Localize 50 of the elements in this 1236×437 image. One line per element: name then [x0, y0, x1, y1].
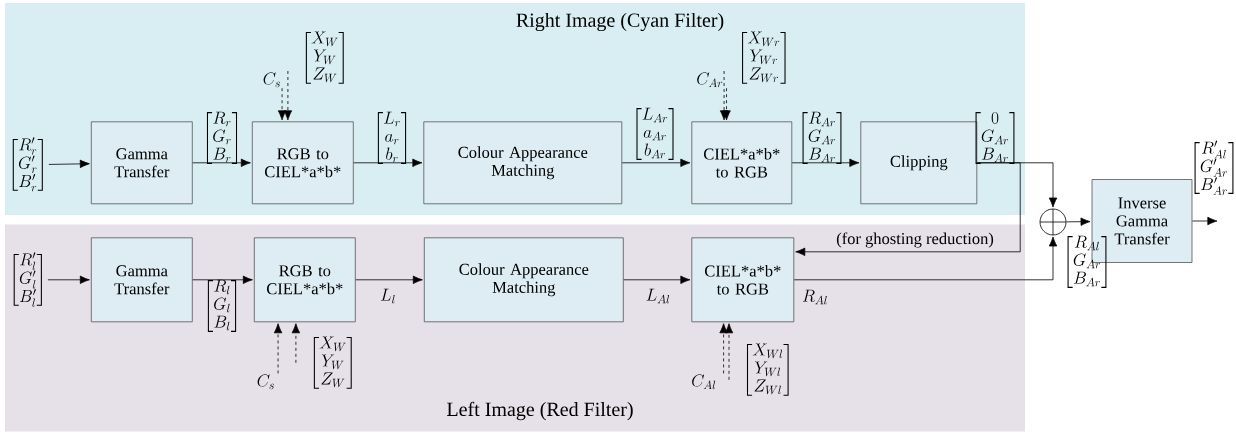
- edge-label: $\begin{bmatrix}R'_{Al}\\G'_{Ar}\\B'_{Ar}\end{bmatrix}$: [1194, 140, 1234, 195]
- arrow: [1192, 216, 1218, 226]
- symbol-label: $C_s$: [263, 72, 280, 88]
- process-box: Gamma Transfer: [90, 121, 193, 205]
- arrow: [1066, 217, 1091, 226]
- process-box: RGB to CIEL*a*b*: [253, 237, 356, 323]
- vector-label: $\begin{bmatrix}R'_l\\G'_l\\B'_l\end{bmatrix}$: [13, 252, 42, 307]
- symbol-label: $C_{Ar}$: [697, 72, 723, 88]
- dashed-arrow: [724, 323, 734, 381]
- dashed-arrow: [291, 323, 301, 364]
- arrow: [623, 275, 691, 284]
- vector-label: $\begin{bmatrix}X_{Wr}\\Y_{Wr}\\Z_{Wr}\end{bmatrix}$: [742, 31, 786, 84]
- arrow: [795, 162, 1021, 256]
- edge-label: $\begin{bmatrix}R_{Ar}\\G_{Ar}\\B_{Ar}\end{bmatrix}$: [802, 111, 842, 164]
- arrow: [621, 158, 691, 167]
- arrow: [48, 159, 90, 169]
- edge-label: $\begin{bmatrix}L_r\\a_r\\b_r\end{bmatrix}$: [377, 111, 407, 164]
- symbol-label: $C_{Al}$: [692, 374, 716, 390]
- edge-label: (for ghosting reduction): [836, 232, 994, 248]
- process-box: RGB to CIEL*a*b*: [251, 121, 354, 205]
- process-box: Colour Appearance Matching: [423, 121, 623, 205]
- edge-label: $\begin{bmatrix}R_r\\G_r\\B_r\end{bmatrix}$: [206, 111, 238, 164]
- arrow: [793, 236, 1058, 281]
- vector-label: $\begin{bmatrix}R'_r\\G'_r\\B'_r\end{bmatrix}$: [12, 137, 43, 192]
- edge-label: $\begin{bmatrix}R_l\\G_l\\B_l\end{bmatrix}$: [207, 279, 237, 332]
- dashed-arrow: [277, 87, 287, 121]
- dashed-arrow: [283, 70, 293, 121]
- process-box: CIEL*a*b* to RGB: [691, 237, 795, 323]
- symbol-label: $C_s$: [257, 374, 274, 390]
- process-box: Colour Appearance Matching: [423, 237, 624, 323]
- edge-label: $R_{Al}$: [802, 289, 827, 305]
- dashed-arrow: [273, 323, 283, 374]
- dashed-arrow: [719, 70, 729, 121]
- arrow: [192, 275, 253, 284]
- vector-label: $\begin{bmatrix}X_{Wl}\\Y_{Wl}\\Z_{Wl}\end{bmatrix}$: [746, 343, 789, 396]
- arrow: [192, 158, 251, 167]
- edge-label: $\begin{bmatrix}0\\G_{Ar}\\B_{Ar}\end{bmatrix}$: [975, 112, 1015, 164]
- vector-label: $\begin{bmatrix}X_W\\Y_W\\Z_W\end{bmatrix}$: [305, 31, 344, 84]
- process-box: CIEL*a*b* to RGB: [691, 121, 793, 205]
- vector-label: $\begin{bmatrix}X_W\\Y_W\\Z_W\end{bmatrix}$: [313, 336, 352, 389]
- edge-label: $L_l$: [380, 288, 395, 304]
- arrow: [47, 275, 90, 284]
- summing-junction: [1039, 208, 1067, 236]
- arrow: [353, 158, 423, 167]
- arrow: [791, 158, 860, 167]
- dashed-arrow: [719, 323, 728, 374]
- edge-label: $L_{Al}$: [646, 288, 670, 304]
- arrow: [355, 275, 423, 284]
- process-box: Gamma Transfer: [90, 237, 193, 323]
- edge-label: $\begin{bmatrix}L_{Ar}\\a_{Ar}\\b_{Ar}\end{bmatrix}$: [636, 107, 674, 160]
